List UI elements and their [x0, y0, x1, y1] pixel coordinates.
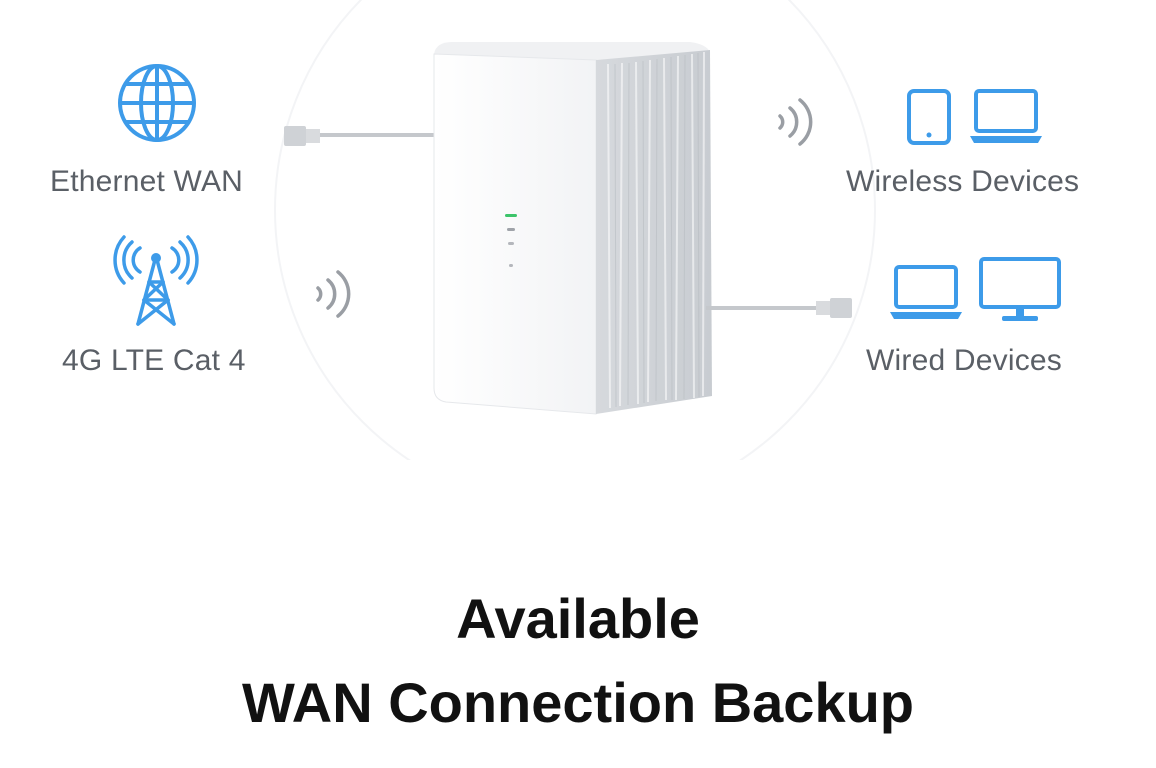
globe-icon [118, 64, 196, 142]
wifi-waves-icon [316, 270, 351, 318]
monitor-icon [979, 257, 1061, 321]
wired-devices-label: Wired Devices [866, 344, 1062, 377]
cell-tower-icon [113, 235, 199, 326]
wireless-devices-label: Wireless Devices [846, 165, 1080, 198]
router-device [433, 42, 712, 415]
background-circle [274, 0, 876, 460]
wifi-waves-icon [778, 98, 813, 146]
ethernet-wan-label: Ethernet WAN [50, 165, 244, 198]
tablet-icon [907, 89, 951, 145]
ethernet-cable [706, 298, 852, 318]
lte-label: 4G LTE Cat 4 [62, 344, 246, 377]
ethernet-cable [284, 126, 436, 146]
laptop-icon [970, 89, 1042, 143]
laptop-icon [890, 265, 962, 319]
headline-line-2: WAN Connection Backup [241, 671, 915, 734]
headline-line-1: Available [456, 587, 700, 650]
